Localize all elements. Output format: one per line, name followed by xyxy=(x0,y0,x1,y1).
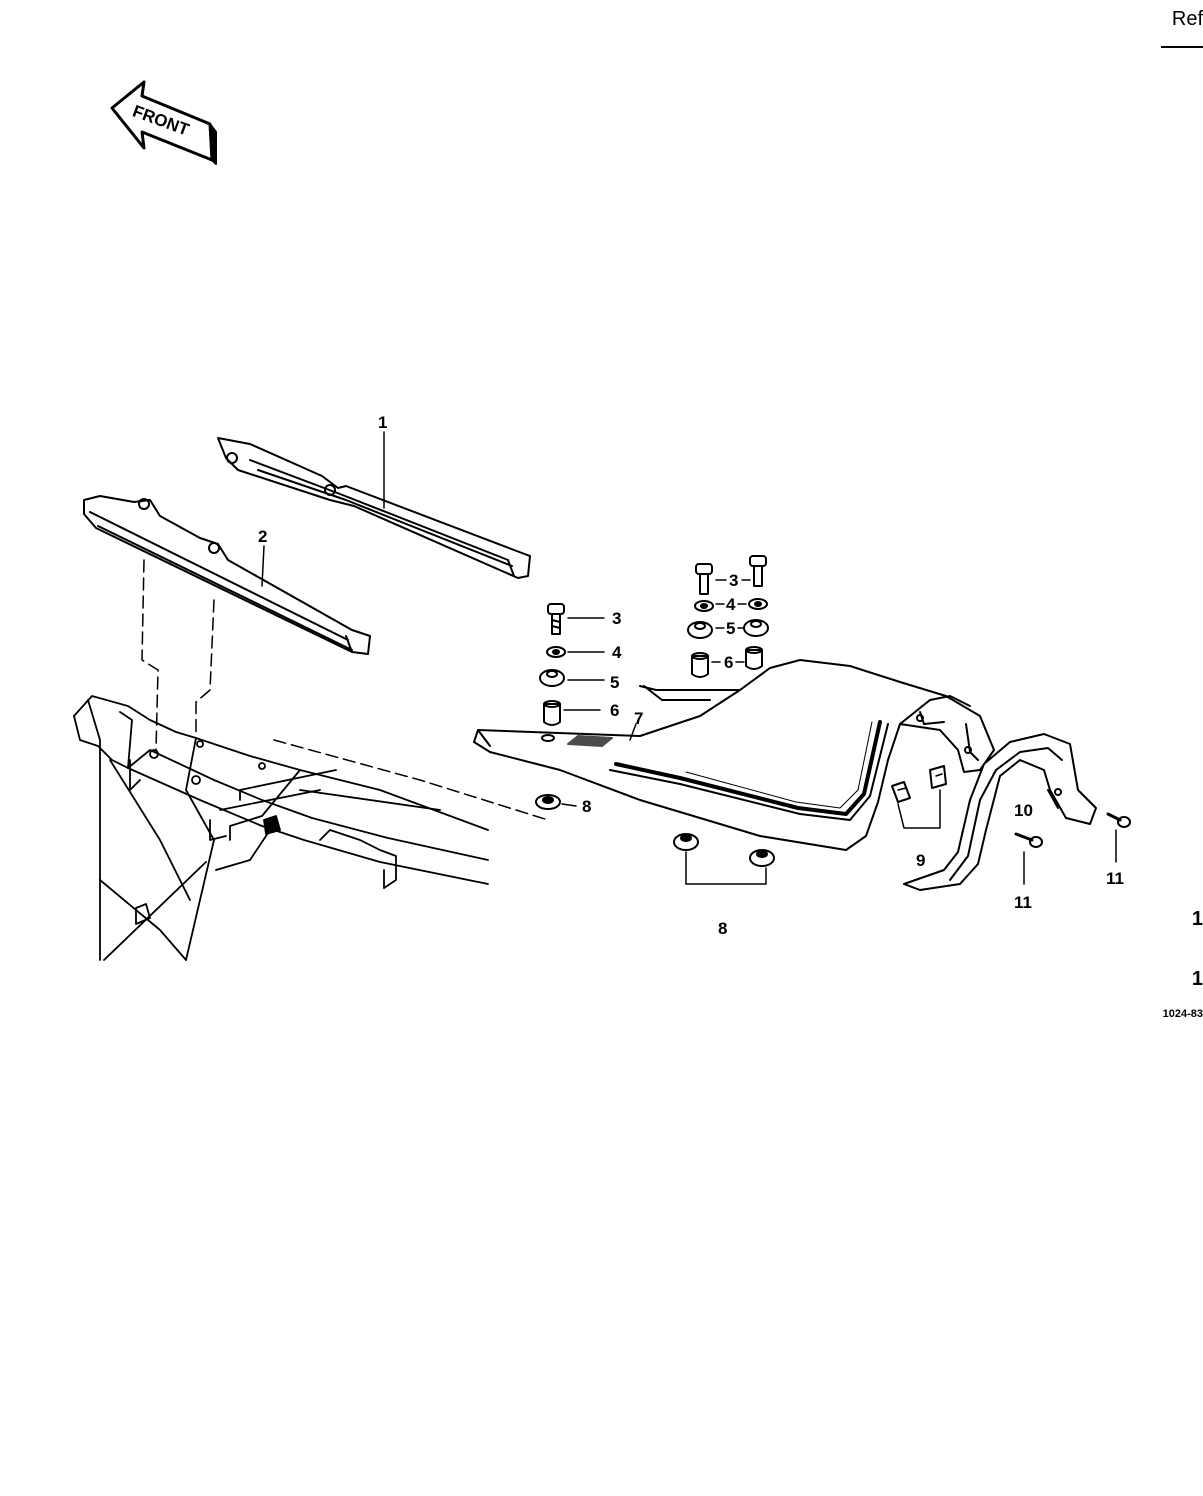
callout-9: 9 xyxy=(916,851,925,870)
callout-3: 3 xyxy=(612,609,621,628)
callout-3-right: 3 xyxy=(729,571,738,590)
edge-mark-2: 1 xyxy=(1191,968,1203,990)
part-11-screws xyxy=(1014,812,1131,848)
part-10-bracket xyxy=(903,733,1097,891)
callout-6-right: 6 xyxy=(724,653,733,672)
callout-11-right: 11 xyxy=(1106,869,1124,888)
part-8-grommets xyxy=(673,833,775,867)
callout-7: 7 xyxy=(634,709,643,728)
callout-11-left: 11 xyxy=(1014,893,1032,912)
part-1-rail xyxy=(217,437,531,579)
callout-5-right: 5 xyxy=(726,619,735,638)
page-ref-label: Ref xyxy=(1171,8,1203,30)
part-7-seat-cover xyxy=(473,659,995,851)
hardware-stack-right xyxy=(687,555,769,678)
callout-4-right: 4 xyxy=(726,595,736,614)
callout-6: 6 xyxy=(610,701,619,720)
leader-dashes xyxy=(141,559,549,821)
figure-code: 1024-83 xyxy=(1162,1008,1203,1020)
part-2-rail xyxy=(83,495,371,655)
callout-2: 2 xyxy=(258,527,267,546)
callout-1: 1 xyxy=(378,413,387,432)
callout-labels: 1 2 3 4 5 6 7 3 4 5 6 8 8 9 10 11 11 xyxy=(258,413,1124,938)
part-9-clips xyxy=(891,765,947,803)
hardware-stack-left xyxy=(535,603,566,810)
callout-4: 4 xyxy=(612,643,622,662)
edge-mark-1: 1 xyxy=(1191,908,1203,930)
header-rule xyxy=(1161,46,1203,48)
callout-5: 5 xyxy=(610,673,619,692)
frame-assembly xyxy=(73,695,489,961)
callout-8: 8 xyxy=(718,919,727,938)
callout-8-left: 8 xyxy=(582,797,591,816)
leader-lines xyxy=(261,431,1117,885)
callout-10: 10 xyxy=(1014,801,1033,820)
front-arrow-icon: FRONT xyxy=(110,80,217,165)
